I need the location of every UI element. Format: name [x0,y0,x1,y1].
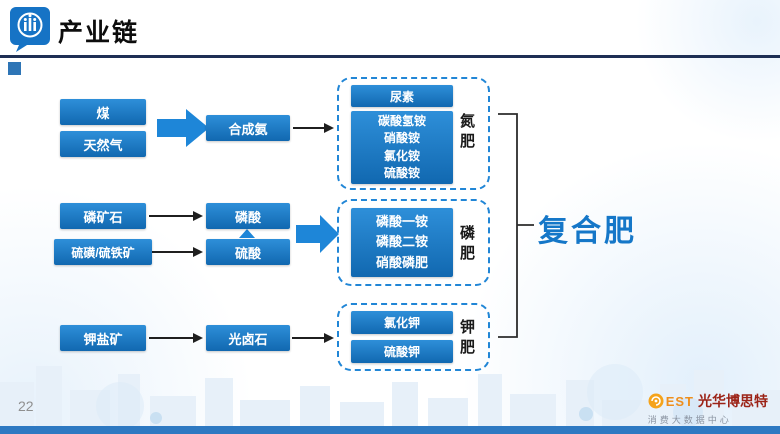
page-title: 产业链 [58,19,140,47]
product-nitrophosphate: 硝酸磷肥 [375,255,428,271]
category-label-phosphate: 磷肥 [459,225,475,262]
category-label-potash: 钾肥 [459,319,475,356]
app-logo-icon [10,7,50,52]
block-arrow-to-phosphate-products [296,215,339,253]
nitrogen-products-group [337,77,490,190]
potash-products-group [337,303,490,371]
product-map: 磷酸一铵 [375,213,428,229]
arrow-sulfur-to-sulfacid [149,247,203,257]
product-ammonium-bicarbonate: 碳酸氢铵 [377,114,426,129]
skyline-bokeh [96,364,703,428]
brand-block: EST 光华博思特 消费大数据中心 [648,391,768,426]
source-box-sulfur-pyrite: 硫磺/硫铁矿 [54,239,152,265]
arrow-ammonia-to-nitrogen-products [293,123,334,133]
intermediate-box-carnallite: 光卤石 [206,325,290,351]
brace-to-compound-fertilizer [498,113,534,338]
product-dap: 磷酸二铵 [375,234,428,250]
block-arrow-to-ammonia [157,109,209,147]
page-number: 22 [18,398,34,414]
phosphate-products-box: 磷酸一铵 磷酸二铵 硝酸磷肥 [351,208,453,277]
header-divider [0,55,780,58]
brand-best-text: EST [665,393,694,409]
phosphate-products-group [337,199,490,286]
product-box-urea: 尿素 [351,85,453,107]
arrow-carnallite-to-potash-products [292,333,334,343]
best-logo-icon [648,393,664,409]
source-box-coal: 煤 [60,99,146,125]
bottom-accent-bar [0,426,780,434]
intermediate-box-ammonia: 合成氨 [206,115,290,141]
compound-fertilizer-label: 复合肥 [538,215,637,248]
product-ammonium-nitrate: 硝酸铵 [383,131,420,146]
category-label-nitrogen: 氮肥 [459,113,475,150]
brand-subtitle-text: 消费大数据中心 [647,415,732,425]
brand-name-text: 光华博思特 [698,393,768,409]
product-box-potassium-sulfate: 硫酸钾 [351,340,453,363]
source-box-phosphate-rock: 磷矿石 [60,203,146,229]
arrow-sulfacid-to-phosacid [239,229,255,238]
nitrogen-products-box: 碳酸氢铵 硝酸铵 氯化铵 硫酸铵 [351,111,453,184]
product-ammonium-sulfate: 硫酸铵 [383,165,420,180]
brand-line: EST 光华博思特 [648,391,768,411]
intermediate-box-phosphoric-acid: 磷酸 [206,203,290,229]
arrow-phosrock-to-phosacid [149,211,203,221]
arrow-potashore-to-carnallite [149,333,203,343]
product-ammonium-chloride: 氯化铵 [383,148,420,163]
source-box-potash-ore: 钾盐矿 [60,325,146,351]
header-accent-square [8,62,21,75]
product-box-potassium-chloride: 氯化钾 [351,311,453,334]
intermediate-box-sulfuric-acid: 硫酸 [206,239,290,265]
source-box-natural-gas: 天然气 [60,131,146,157]
